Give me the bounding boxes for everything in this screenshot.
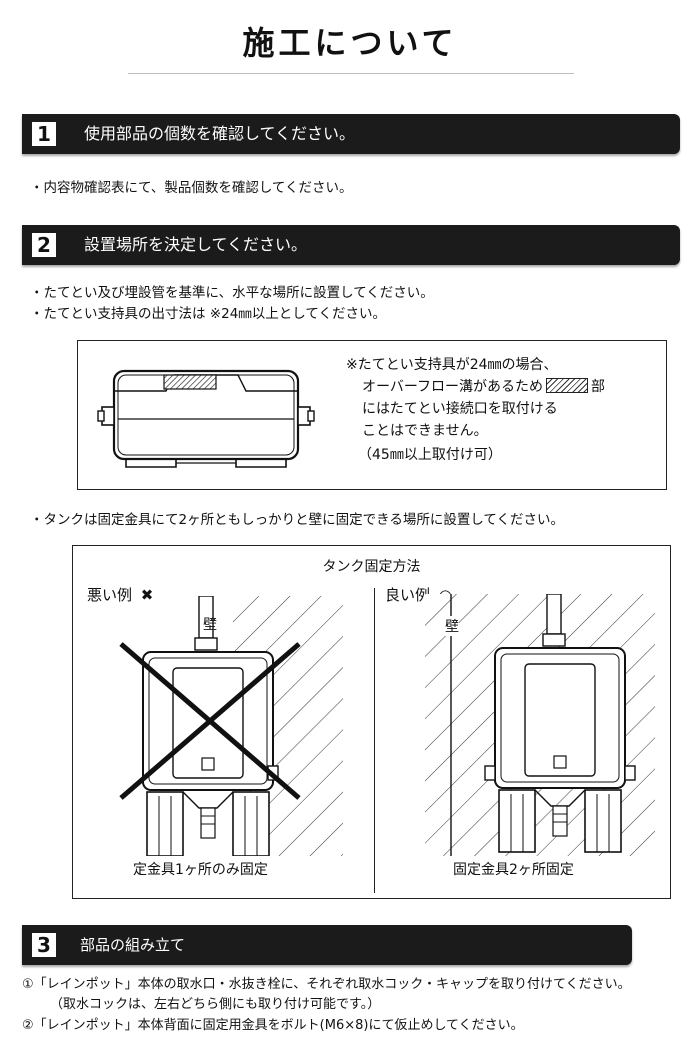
note-line-3: にはたてとい接続口を取付ける: [362, 401, 558, 417]
hatch-swatch-icon: [546, 378, 589, 393]
bad-example-caption: 定金具1ヶ所のみ固定: [133, 862, 268, 878]
note-line-2-after: 部: [591, 379, 606, 395]
tank-fixing-diagram: タンク固定方法 悪い例 ✖: [72, 545, 671, 899]
step3-line-2: （取水コックは、左右どちら側にも取り付け可能です。）: [50, 997, 381, 1012]
step3-line-1: ①「レインポット」本体の取水口・水抜き栓に、それぞれ取水コック・キャップを取り付…: [22, 977, 631, 992]
step3-line-3: ②「レインポット」本体背面に固定用金具をボルト(M6×8)にて仮止めしてください…: [22, 1018, 524, 1033]
cross-mark-icon: ✖: [140, 586, 154, 604]
note-line-5: （45㎜以上取付け可）: [358, 447, 502, 463]
note-line-1: ※たてとい支持具が24㎜の場合、: [346, 357, 558, 373]
note-line-4: ことはできません。: [362, 423, 488, 439]
good-example-illustration: [425, 594, 655, 856]
diagram-divider: [374, 588, 375, 893]
step1-text: ・内容物確認表にて、製品個数を確認してください。: [30, 180, 353, 196]
note-line-2-before: オーバーフロー溝があるため: [362, 379, 544, 395]
note-line-2: オーバーフロー溝があるため 部: [362, 377, 605, 398]
good-example-caption: 固定金具2ヶ所固定: [453, 862, 574, 878]
step-header-3: 3 部品の組み立て: [22, 925, 632, 965]
step2-line-2: ・たてとい支持具の出寸法は ※24㎜以上としてください。: [30, 306, 386, 322]
wall-label-bad: 壁: [203, 617, 217, 633]
page-title: 施工について: [242, 24, 458, 62]
bad-label-text: 悪い例: [87, 586, 133, 604]
step-number: 3: [32, 933, 56, 957]
step-label: 使用部品の個数を確認してください。: [84, 124, 356, 143]
step2-line-3: ・タンクは固定金具にて2ヶ所ともしっかりと壁に固定できる場所に設置してください。: [30, 512, 565, 528]
tank-note-box: ※たてとい支持具が24㎜の場合、 オーバーフロー溝があるため 部 にはたてとい接続…: [77, 340, 667, 490]
step2-line-1: ・たてとい及び埋設管を基準に、水平な場所に設置してください。: [30, 285, 434, 301]
title-divider: [128, 73, 574, 74]
step-label: 部品の組み立て: [80, 936, 186, 954]
step-header-1: 1 使用部品の個数を確認してください。: [22, 114, 680, 154]
tank-top-view-illustration: [97, 369, 315, 468]
bad-example-label: 悪い例 ✖: [87, 584, 153, 605]
step-label: 設置場所を決定してください。: [84, 235, 308, 254]
step-number: 1: [32, 122, 56, 146]
fixing-title: タンク固定方法: [322, 559, 421, 575]
step-number: 2: [32, 233, 56, 257]
wall-label-good: 壁: [445, 616, 459, 636]
step-header-2: 2 設置場所を決定してください。: [22, 225, 680, 265]
good-label-text: 良い例: [385, 586, 431, 604]
bad-example-illustration: [119, 596, 343, 856]
